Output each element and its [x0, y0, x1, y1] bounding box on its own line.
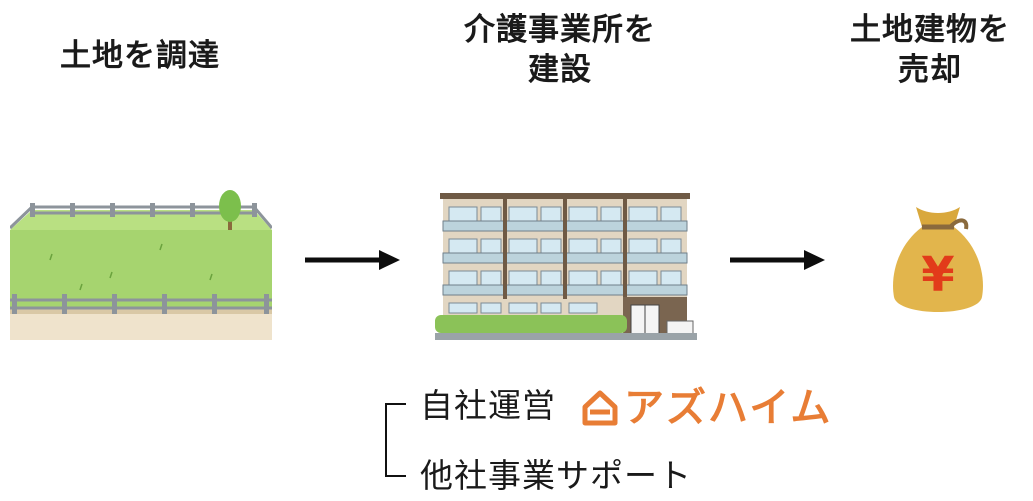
arrow-right-icon	[305, 250, 400, 270]
step-title-line: 建設	[528, 52, 592, 88]
option-other-support: 他社事業サポート	[420, 456, 692, 495]
step-title-line: 介護事業所を	[464, 12, 656, 48]
step-title-line: 土地建物を	[850, 12, 1010, 48]
bracket-connector	[385, 403, 406, 477]
arrow-right-icon	[730, 250, 825, 270]
brand-name: アズハイム	[624, 385, 833, 431]
care-facility-building-illustration	[435, 193, 697, 340]
money-bag-icon: ¥	[888, 205, 988, 323]
option-self-operation: 自社運営	[420, 386, 556, 425]
yen-symbol: ¥	[921, 247, 955, 303]
step-title-build: 介護事業所を 建設	[430, 10, 690, 90]
step-title-sell: 土地建物を 売却	[830, 10, 1030, 90]
step-title-land: 土地を調達	[30, 36, 250, 76]
step-title-line: 売却	[898, 52, 962, 88]
step-title-line: 土地を調達	[60, 38, 220, 74]
land-illustration	[10, 190, 272, 340]
house-icon	[582, 390, 618, 426]
brand-logo: アズハイム	[582, 386, 832, 430]
